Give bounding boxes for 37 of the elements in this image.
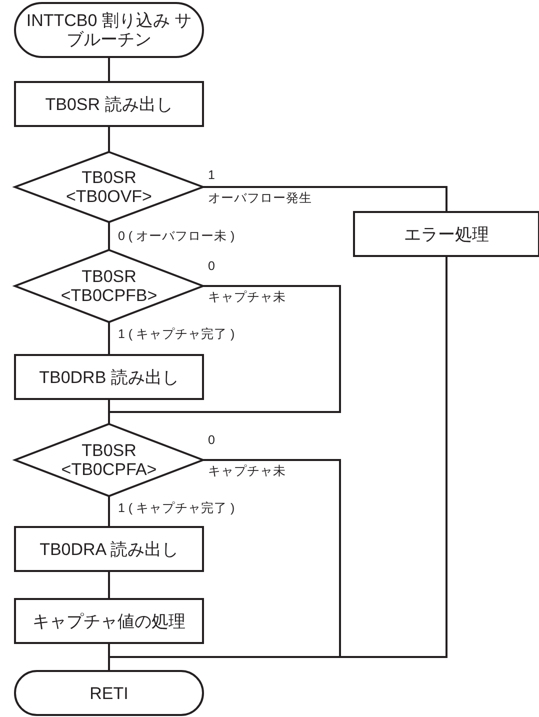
connector-line bbox=[108, 222, 110, 250]
start-terminal bbox=[15, 3, 203, 57]
process-box bbox=[15, 355, 203, 399]
process-box bbox=[15, 82, 203, 126]
decision-diamond bbox=[15, 250, 203, 322]
edge-label: 0 bbox=[207, 433, 216, 447]
connector-line bbox=[108, 126, 110, 152]
branch-note: キャプチャ未 bbox=[207, 290, 287, 304]
node-text: エラー処理 bbox=[404, 224, 489, 244]
decision-diamond bbox=[15, 424, 203, 496]
process-box bbox=[354, 212, 539, 256]
decision-diamond bbox=[15, 152, 203, 222]
node-text: INTTCB0 割り込み サブルーチン bbox=[25, 11, 193, 49]
connector-line bbox=[108, 496, 110, 527]
edge-label: 1 ( キャプチャ完了 ) bbox=[117, 327, 236, 341]
edge-label: 1 bbox=[207, 168, 216, 182]
connector-line bbox=[108, 571, 110, 599]
end-terminal bbox=[15, 671, 203, 715]
decision-text: TB0SR <TB0CPFB> bbox=[60, 267, 158, 305]
edge-label: 0 bbox=[207, 259, 216, 273]
connector-line bbox=[203, 186, 448, 212]
connector-line bbox=[108, 399, 110, 424]
node-text: TB0SR 読み出し bbox=[45, 94, 173, 114]
node-text: RETI bbox=[90, 684, 128, 702]
node-text: TB0DRA 読み出し bbox=[40, 540, 178, 558]
branch-note: キャプチャ未 bbox=[207, 464, 287, 478]
process-box bbox=[15, 599, 203, 643]
branch-note: オーバフロー発生 bbox=[207, 191, 313, 205]
edge-label: 0 ( オーバフロー未 ) bbox=[117, 229, 236, 243]
edge-label: 1 ( キャプチャ完了 ) bbox=[117, 501, 236, 515]
decision-text: TB0SR <TB0OVF> bbox=[65, 168, 153, 206]
connector-line bbox=[108, 57, 110, 82]
process-box bbox=[15, 527, 203, 571]
node-text: TB0DRB 読み出し bbox=[39, 368, 179, 386]
decision-text: TB0SR <TB0CPFA> bbox=[60, 441, 158, 479]
node-text: キャプチャ値の処理 bbox=[32, 612, 186, 630]
connector-line bbox=[108, 322, 110, 355]
